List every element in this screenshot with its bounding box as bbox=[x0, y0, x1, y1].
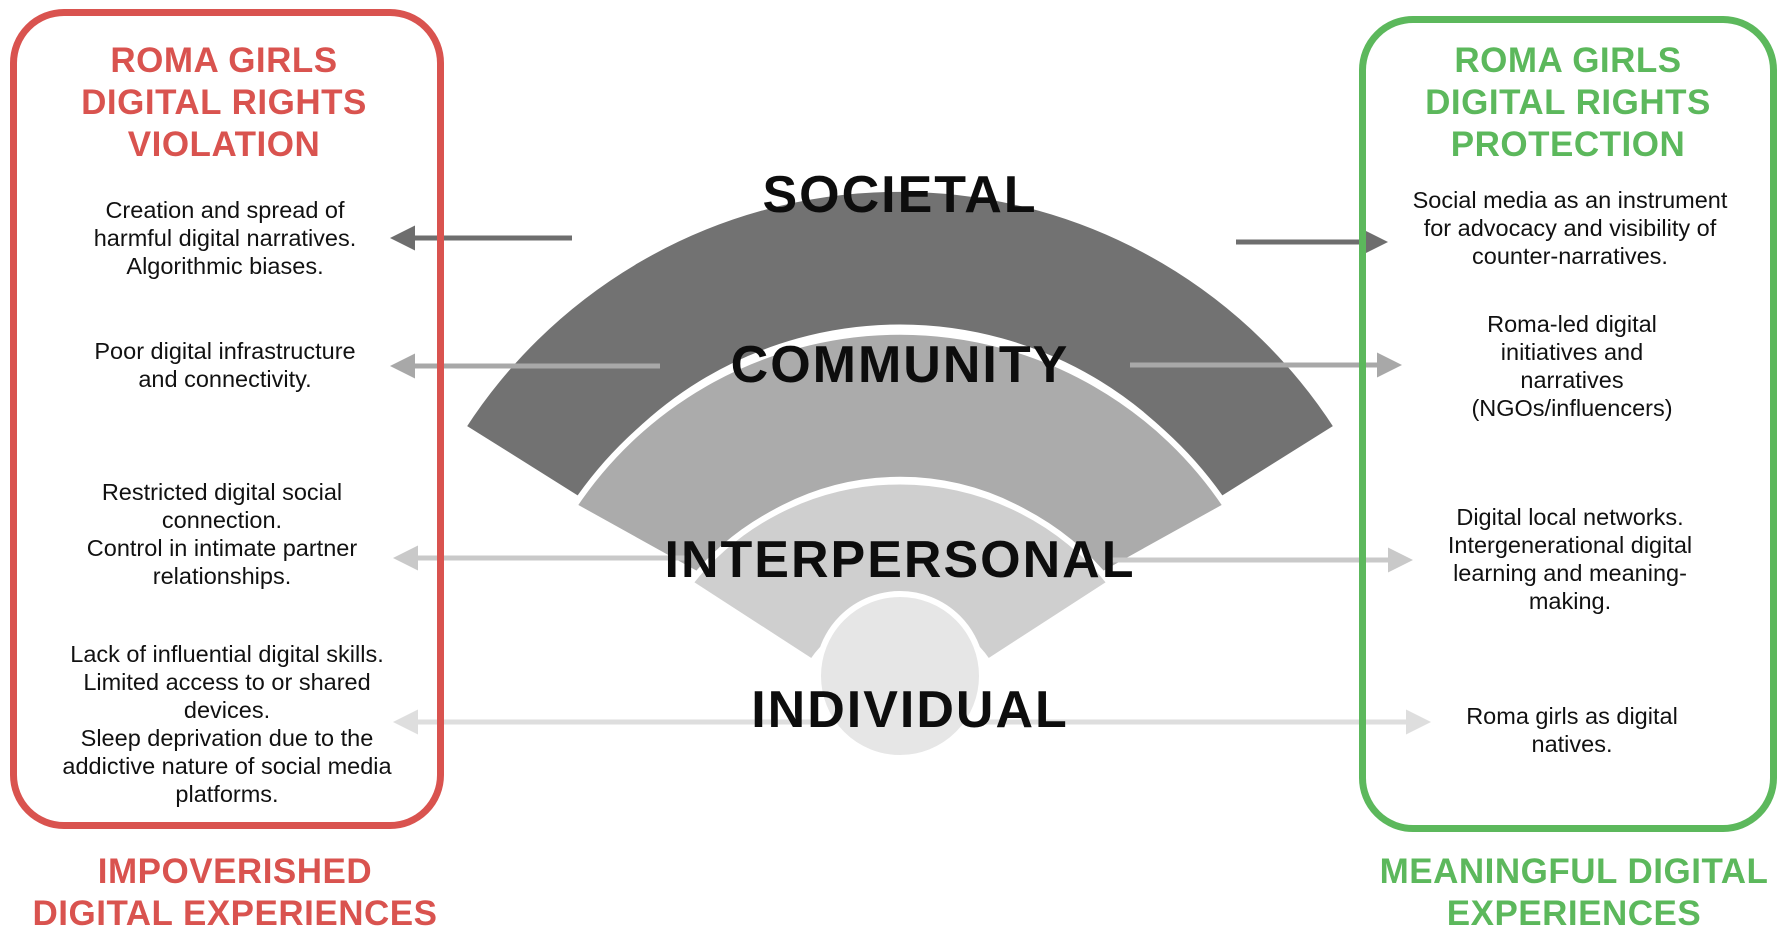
level-label-individual: INDIVIDUAL bbox=[751, 681, 1069, 739]
violation-title: ROMA GIRLS DIGITAL RIGHTS VIOLATION bbox=[81, 41, 367, 164]
protection-item-community: Roma-led digital initiatives and narrati… bbox=[1471, 311, 1673, 421]
protection-item-individual: Roma girls as digital natives. bbox=[1466, 703, 1678, 757]
protection-footer: MEANINGFUL DIGITAL EXPERIENCES bbox=[1379, 852, 1769, 933]
individual-core bbox=[815, 591, 985, 761]
violation-footer: IMPOVERISHED DIGITAL EXPERIENCES bbox=[32, 852, 438, 933]
societal-ring bbox=[458, 185, 1342, 506]
violation-item-interpersonal: Restricted digital social connection. Co… bbox=[86, 479, 358, 589]
violation-item-individual: Lack of influential digital skills. Limi… bbox=[62, 641, 392, 807]
level-label-community: COMMUNITY bbox=[730, 336, 1070, 394]
violation-item-community: Poor digital infrastructure and connecti… bbox=[94, 338, 356, 392]
level-label-interpersonal: INTERPERSONAL bbox=[664, 531, 1136, 589]
violation-item-societal: Creation and spread of harmful digital n… bbox=[93, 197, 357, 279]
violation-panel bbox=[10, 9, 444, 829]
protection-panel bbox=[1359, 16, 1777, 832]
level-label-societal: SOCIETAL bbox=[762, 166, 1038, 224]
protection-item-interpersonal: Digital local networks. Intergenerationa… bbox=[1447, 504, 1693, 614]
protection-title: ROMA GIRLS DIGITAL RIGHTS PROTECTION bbox=[1425, 41, 1711, 164]
protection-item-societal: Social media as an instrument for advoca… bbox=[1412, 187, 1728, 269]
